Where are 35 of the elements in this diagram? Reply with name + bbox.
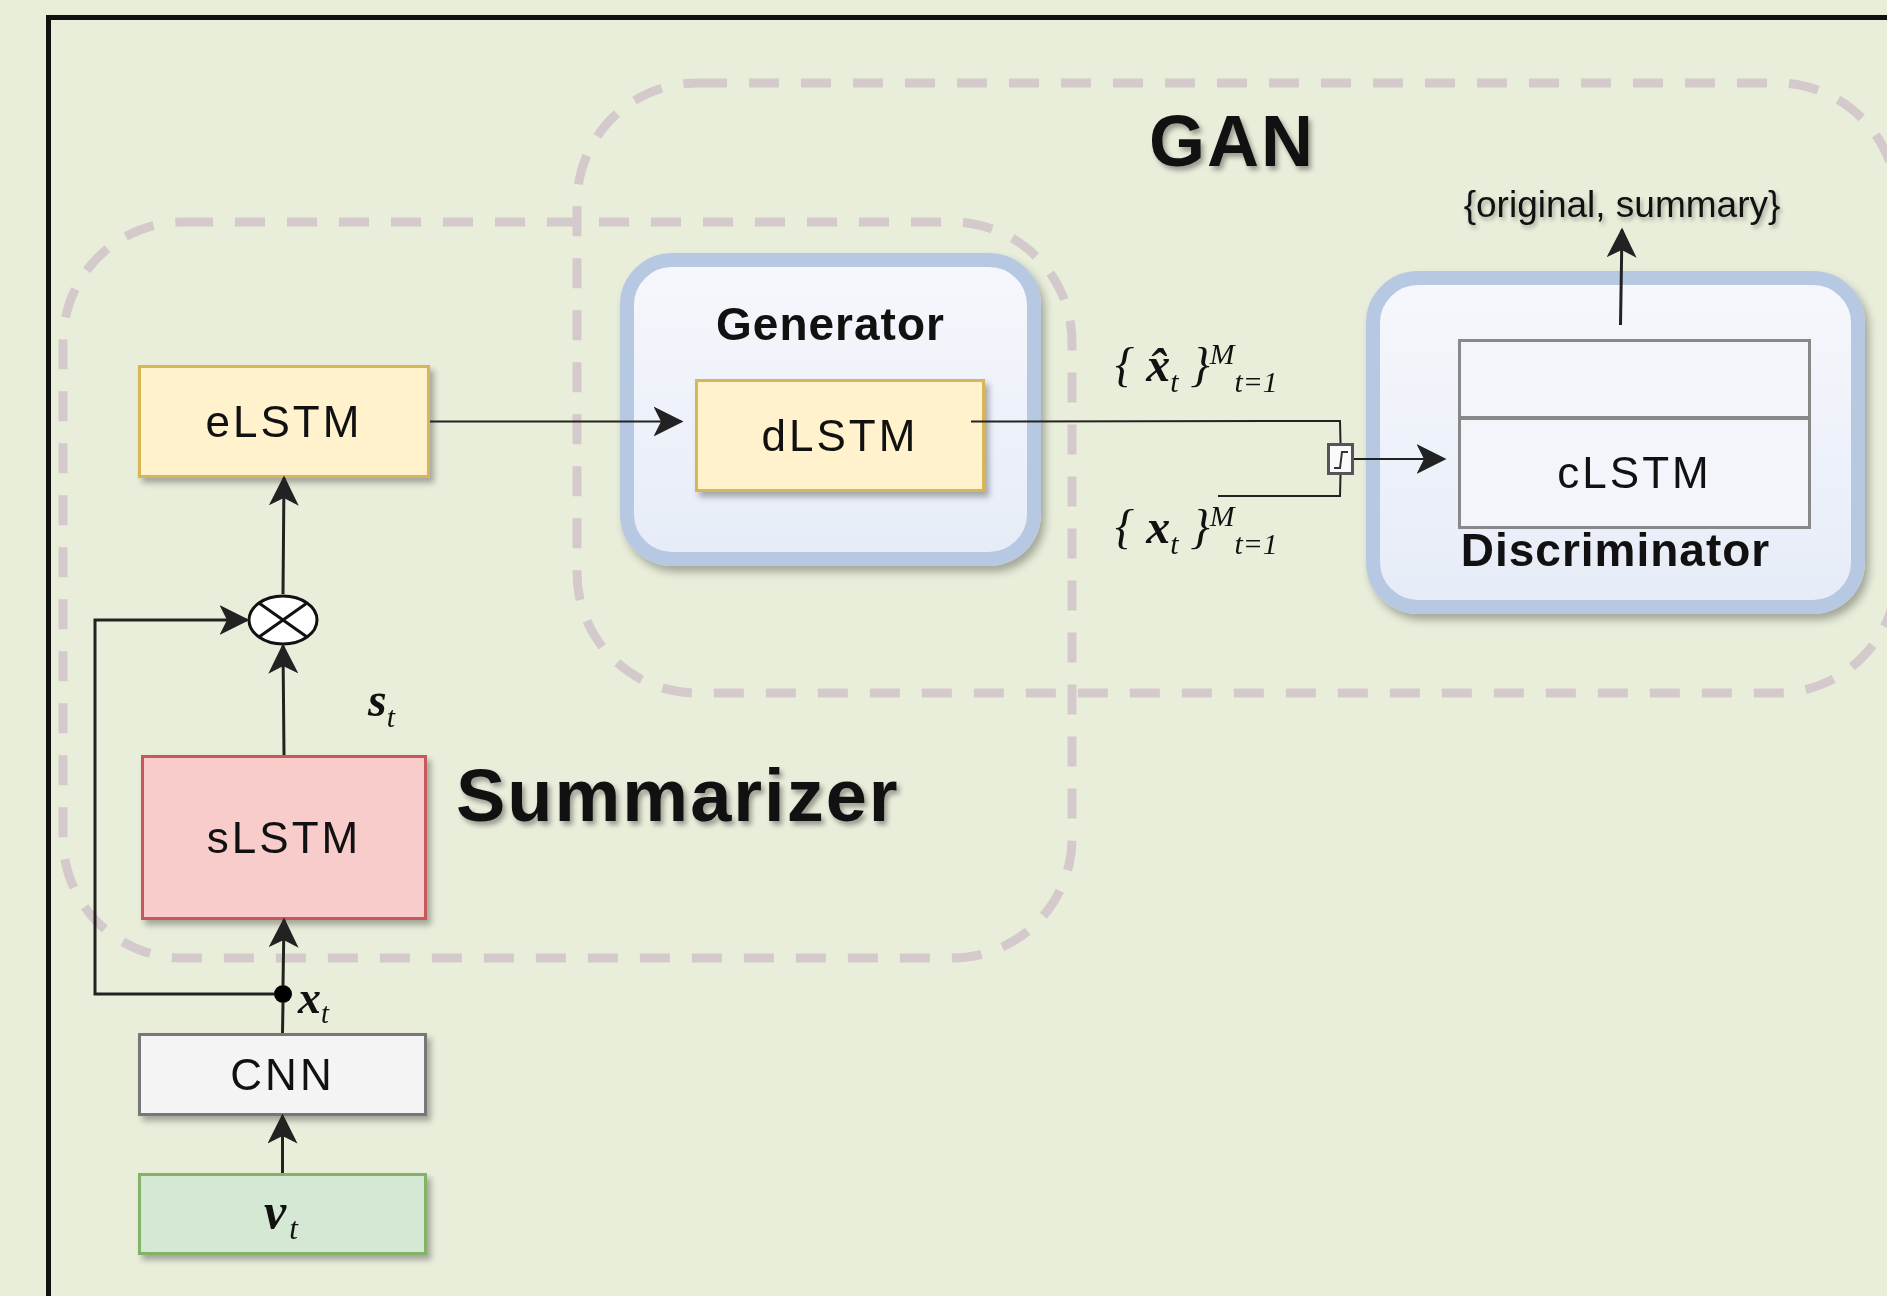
box-label: CNN xyxy=(230,1049,335,1100)
arrow xyxy=(267,1113,298,1173)
connector-line xyxy=(1217,474,1342,497)
connector-line xyxy=(281,1002,285,1034)
panel-title: Discriminator xyxy=(1459,523,1772,577)
arrow xyxy=(268,475,299,594)
arrow xyxy=(268,643,299,755)
output-layer-box xyxy=(1458,339,1811,419)
math-label: s$_{t}$ xyxy=(368,672,395,734)
arrow xyxy=(93,605,274,996)
multiply-circle xyxy=(247,594,319,646)
output-label: {original, summary} xyxy=(1463,184,1781,226)
module-panel xyxy=(1366,271,1865,614)
math-label: x$_{t}$ xyxy=(298,971,329,1031)
process-box xyxy=(1458,417,1811,529)
arrow xyxy=(429,406,684,437)
arrow xyxy=(1353,444,1447,474)
box-label: sLSTM xyxy=(206,812,362,863)
box-label: cLSTM xyxy=(1557,448,1712,498)
arrow xyxy=(1606,227,1637,326)
input-box xyxy=(138,1173,427,1255)
math-label: v$_{t}$ xyxy=(264,1181,301,1247)
module-panel xyxy=(620,253,1041,566)
group-title: GAN xyxy=(1149,100,1315,182)
process-box xyxy=(695,379,985,492)
panel-title: Generator xyxy=(715,297,946,351)
arrow xyxy=(268,917,299,986)
process-box xyxy=(138,365,430,478)
connector-line xyxy=(970,420,1342,444)
group-title: Summarizer xyxy=(456,753,900,838)
process-box xyxy=(138,1033,427,1116)
process-box xyxy=(141,755,427,920)
box-label: eLSTM xyxy=(205,396,363,447)
box-label: dLSTM xyxy=(761,410,919,461)
switch-icon xyxy=(1327,443,1354,475)
